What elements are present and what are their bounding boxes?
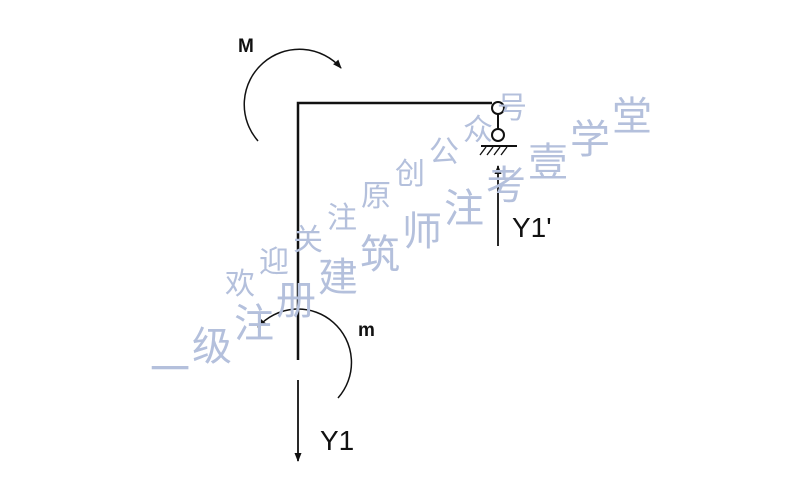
watermark-char: 众 (463, 113, 493, 148)
label-moment-upper: M (238, 36, 254, 57)
watermark-char: 师 (402, 209, 442, 255)
watermark-char: 注 (234, 301, 274, 347)
watermark-char: 公 (429, 135, 459, 170)
label-moment-lower: m (358, 320, 375, 341)
hinge-bottom (491, 128, 505, 142)
moment-arc-upper (243, 48, 342, 142)
watermark-char: 注 (327, 201, 357, 236)
label-reaction-support: Y1' (512, 212, 552, 243)
watermark-char: 学 (570, 117, 610, 163)
watermark-char: 壹 (528, 140, 568, 186)
ground-hatch (479, 146, 508, 156)
watermark-char: 考 (486, 163, 526, 209)
watermark-char: 创 (395, 157, 425, 192)
moment-arc-lower (257, 308, 353, 399)
watermark-char: 堂 (612, 94, 652, 140)
watermark-char: 建 (318, 255, 358, 301)
watermark-char: 原 (361, 179, 391, 214)
watermark-char: 级 (192, 324, 232, 370)
watermark-char: 迎 (259, 245, 289, 280)
watermark-char: 关 (293, 223, 323, 258)
watermark-char: 注 (444, 186, 484, 232)
watermark-char: 欢 (225, 267, 255, 302)
watermark-char: 一 (150, 347, 190, 393)
watermark-char: 号 (497, 91, 527, 126)
label-reaction-base: Y1 (320, 425, 355, 456)
watermark-char: 册 (276, 278, 316, 324)
frame-member (296, 101, 492, 360)
watermark-char: 筑 (360, 232, 400, 278)
